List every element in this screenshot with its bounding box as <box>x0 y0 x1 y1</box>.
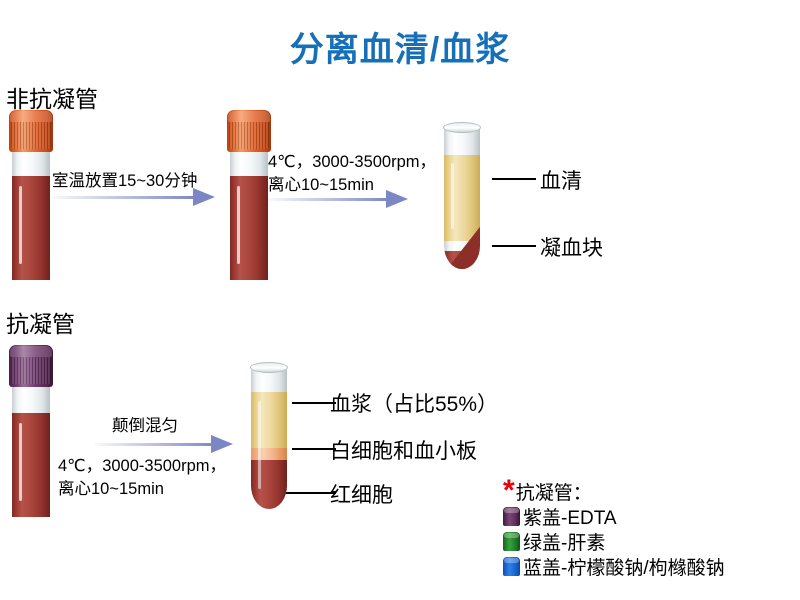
process-arrow-3-line <box>95 443 215 446</box>
step-label-centrifuge2-line2: 离心10~15min <box>58 480 164 498</box>
step-label-invert-mix: 颠倒混匀 <box>112 417 178 435</box>
process-arrow-3-head <box>211 435 233 453</box>
tube-body <box>12 146 50 280</box>
page-title: 分离血清/血浆 <box>289 31 511 69</box>
leader-line-serum <box>492 178 536 180</box>
separated-serum-tube <box>440 122 486 270</box>
tube-rim <box>443 122 481 133</box>
separated-plasma-tube <box>247 362 293 510</box>
process-arrow-1-line <box>52 196 197 199</box>
cap-highlight <box>504 508 519 513</box>
asterisk-icon: * <box>503 474 515 507</box>
cap-ribs <box>229 122 269 149</box>
purple-cap-icon <box>503 507 520 526</box>
cap-highlight <box>10 346 52 357</box>
tube-body <box>251 367 287 509</box>
anticoagulant-blood-tube <box>8 345 54 517</box>
callout-plasma: 血浆（占比55%） <box>330 393 499 416</box>
legend-title-row: * 抗凝管： <box>503 474 725 507</box>
callout-serum: 血清 <box>540 170 582 193</box>
legend-label-citrate: 蓝盖-柠檬酸钠/枸橼酸钠 <box>523 558 725 579</box>
glass-highlight <box>19 186 22 264</box>
blue-cap-icon <box>503 557 520 576</box>
green-cap-icon <box>503 532 520 551</box>
section-heading-non-anticoagulant: 非抗凝管 <box>6 86 98 112</box>
leader-line-red-cells <box>280 492 336 494</box>
step-label-room-temperature: 室温放置15~30分钟 <box>52 172 198 190</box>
blood-fill <box>12 413 50 517</box>
legend-item-edta: 紫盖-EDTA <box>503 504 725 529</box>
process-arrow-2-head <box>386 190 408 208</box>
legend: * 抗凝管： 紫盖-EDTA 绿盖-肝素 蓝盖-柠檬酸钠/枸橼酸钠 <box>503 474 725 579</box>
tube-rim <box>250 362 288 373</box>
process-arrow-2-line <box>268 198 390 201</box>
leader-line-clot <box>492 245 536 247</box>
callout-buffy-coat: 白细胞和血小板 <box>330 440 477 463</box>
section-heading-anticoagulant: 抗凝管 <box>6 311 75 337</box>
clotted-blood-tube <box>226 110 272 280</box>
legend-title: 抗凝管： <box>515 482 592 504</box>
legend-item-heparin: 绿盖-肝素 <box>503 529 725 554</box>
orange-cap-icon <box>9 110 53 152</box>
step-label-centrifuge-line1: 4℃，3000-3500rpm， <box>268 153 437 171</box>
cap-ribs <box>11 122 51 149</box>
orange-cap-icon <box>227 110 271 152</box>
leader-line-plasma <box>292 402 336 404</box>
cap-highlight <box>10 111 52 122</box>
cap-highlight <box>504 558 519 563</box>
purple-cap-icon <box>9 345 53 387</box>
step-label-centrifuge2-line1: 4℃，3000-3500rpm， <box>58 457 227 475</box>
whole-blood-tube <box>8 110 54 280</box>
glass-highlight <box>258 401 261 489</box>
blood-fill <box>230 176 268 280</box>
cap-highlight <box>504 533 519 538</box>
tube-body <box>230 146 268 280</box>
glass-highlight <box>19 423 22 501</box>
tube-body <box>444 127 480 269</box>
red-cell-layer <box>251 460 287 509</box>
legend-label-heparin: 绿盖-肝素 <box>523 533 606 554</box>
callout-clot: 凝血块 <box>540 237 603 260</box>
process-arrow-1-head <box>193 188 215 206</box>
cap-ribs <box>11 357 51 384</box>
tube-body <box>12 381 50 517</box>
callout-red-cells: 红细胞 <box>330 484 393 507</box>
glass-highlight <box>237 186 240 264</box>
plasma-layer <box>251 392 287 448</box>
leader-line-buffy-coat <box>292 448 336 450</box>
clot-wedge <box>444 227 480 269</box>
step-label-centrifuge-line2: 离心10~15min <box>268 176 374 194</box>
buffy-coat-layer <box>251 448 287 460</box>
serum-layer <box>444 155 480 241</box>
legend-label-edta: 紫盖-EDTA <box>523 508 617 529</box>
glass-highlight <box>451 163 454 229</box>
cap-highlight <box>228 111 270 122</box>
blood-fill <box>12 176 50 280</box>
legend-item-citrate: 蓝盖-柠檬酸钠/枸橼酸钠 <box>503 554 725 579</box>
